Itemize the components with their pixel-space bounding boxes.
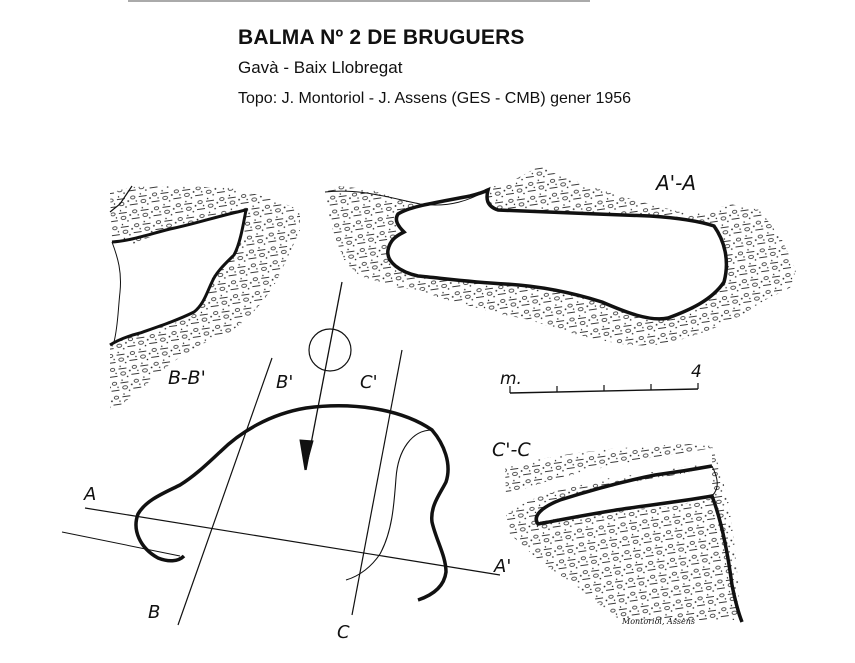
scale-bar-max: 4 xyxy=(691,362,702,382)
section-c-c-opening xyxy=(711,465,718,497)
plan-label-b-prime: B' xyxy=(276,372,293,393)
plan-cave-outline xyxy=(134,404,450,602)
north-arrow-shaft xyxy=(305,281,343,471)
section-b-b-opening xyxy=(111,241,121,343)
surveyor-signature: Montoriol, Assens xyxy=(621,617,695,626)
cave-title: BALMA Nº 2 DE BRUGUERS xyxy=(238,26,525,49)
north-arrow-head xyxy=(299,439,314,471)
scale-bar-unit: m. xyxy=(500,369,522,389)
top-border-fragment xyxy=(128,0,590,2)
section-c-c-label: C'-C xyxy=(492,439,531,461)
location-subtitle: Gavà - Baix Llobregat xyxy=(238,58,403,77)
section-a-a-passage xyxy=(386,186,729,321)
section-line-a-a xyxy=(84,507,501,576)
plan-inner-wall xyxy=(345,429,433,581)
scale-bar: m. 4 xyxy=(500,362,702,394)
section-a-a-entrance xyxy=(324,189,489,206)
section-a-a-label: A'-A xyxy=(654,171,696,195)
section-c-c: C'-C xyxy=(492,439,744,623)
plan-label-c: C xyxy=(337,622,350,643)
north-arrow-circle xyxy=(308,328,352,372)
section-a-a: A'-A xyxy=(324,166,796,346)
section-c-c-outline xyxy=(534,464,744,623)
plan-label-b: B xyxy=(148,602,160,623)
plan-view: A A' B B' C C' xyxy=(61,281,511,643)
section-line-a-a-extension xyxy=(61,531,181,557)
section-b-b: B-B' xyxy=(109,185,300,410)
section-line-c-c xyxy=(351,349,403,616)
survey-credit: Topo: J. Montoriol - J. Assens (GES - CM… xyxy=(238,90,632,107)
section-b-b-roof xyxy=(109,208,248,347)
plan-label-c-prime: C' xyxy=(360,372,378,393)
section-line-b-b xyxy=(177,357,273,626)
section-b-b-label: B-B' xyxy=(168,367,206,389)
section-b-b-crack xyxy=(109,185,133,213)
plan-label-a: A xyxy=(83,484,96,505)
plan-label-a-prime: A' xyxy=(493,556,511,577)
section-c-c-cave xyxy=(537,466,712,522)
